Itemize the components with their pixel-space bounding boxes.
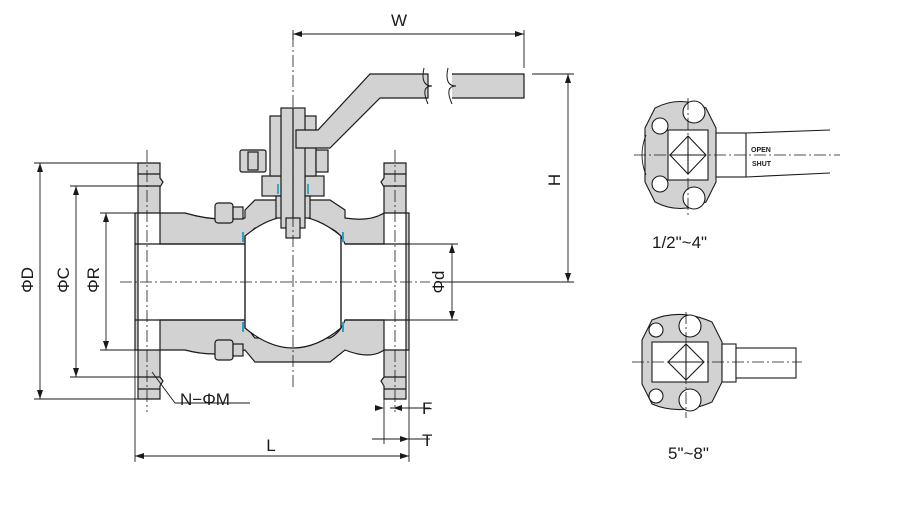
- center-lines: [120, 35, 430, 412]
- handle-lever-end: [452, 73, 525, 99]
- valve-section-view: [134, 67, 525, 400]
- top-view-large: [632, 312, 802, 418]
- label-phi-c: ΦC: [54, 267, 73, 293]
- caption-small-size: 1/2"~4": [652, 233, 707, 252]
- label-phi-d-outer: ΦD: [18, 267, 37, 293]
- handle-shut-text: SHUT: [752, 161, 772, 168]
- label-phi-d-bore: Φd: [429, 270, 448, 293]
- label-l: L: [266, 436, 275, 455]
- dimension-arrows: [37, 31, 571, 459]
- label-h: H: [545, 174, 564, 186]
- seat-seals: [242, 232, 344, 332]
- stem-seals: [277, 184, 309, 194]
- label-phi-r: ΦR: [84, 267, 103, 293]
- handle-open-text: OPEN: [751, 147, 771, 154]
- label-f: F: [422, 399, 432, 418]
- label-w: W: [391, 11, 407, 30]
- label-t: T: [422, 431, 432, 450]
- caption-large-size: 5"~8": [668, 444, 709, 463]
- label-holes: N−ΦM: [180, 390, 230, 409]
- dimension-lines: [34, 30, 574, 462]
- top-view-small: [634, 98, 840, 218]
- body-bolts: [214, 202, 244, 361]
- handle-lever: [295, 73, 429, 149]
- left-flange: [134, 162, 164, 400]
